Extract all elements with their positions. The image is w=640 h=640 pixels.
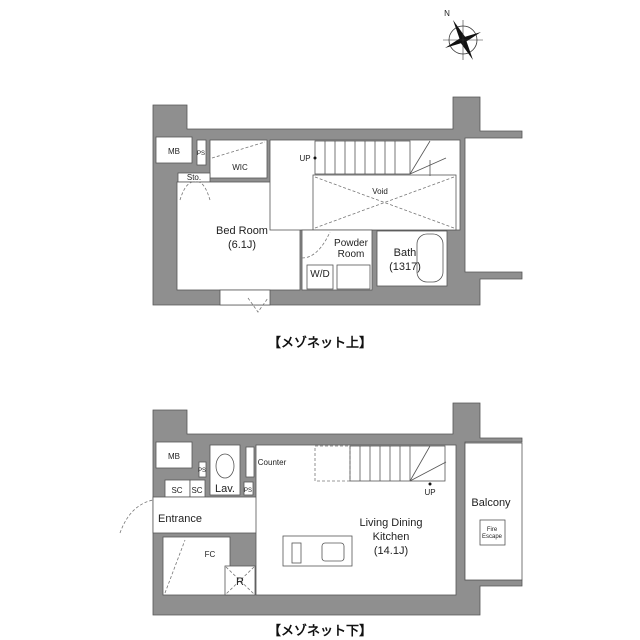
ps-shaft-2: [243, 481, 254, 496]
sink-icon: [321, 542, 345, 562]
label-wd: W/D: [310, 269, 329, 280]
label-ps: PS: [198, 468, 206, 474]
ps-shaft: [198, 461, 207, 478]
ps-shaft: [196, 139, 207, 166]
label-ps-2: PS: [244, 488, 252, 494]
label-sc-1: SC: [171, 486, 182, 495]
lavatory: [209, 444, 241, 496]
mb-room: [155, 441, 193, 469]
label-wic: WIC: [232, 163, 248, 172]
label-counter: Counter: [258, 458, 287, 467]
label-powder: Powder: [334, 238, 369, 249]
void-area: [312, 174, 457, 231]
label-bedroom-size: (6.1J): [228, 239, 256, 251]
label-ps: PS: [197, 151, 205, 157]
counter: [245, 446, 255, 478]
bath-room: [376, 230, 448, 287]
toilet-icon: [215, 453, 235, 479]
label-bath: Bath: [394, 247, 417, 259]
entrance: [152, 496, 259, 534]
label-r: R: [236, 576, 244, 588]
kitchen-island: [282, 535, 353, 567]
stove-icon: [291, 542, 302, 564]
label-fc: FC: [205, 550, 216, 559]
label-lav: Lav.: [215, 483, 235, 495]
staircase-lower: [314, 445, 447, 482]
wic-room: [209, 139, 268, 179]
label-mb: MB: [168, 452, 180, 461]
label-void: Void: [372, 187, 388, 196]
upper-floor-caption: 【メゾネット上】: [268, 335, 372, 351]
label-balcony: Balcony: [471, 497, 511, 509]
compass-north-label: N: [444, 9, 450, 18]
balcony: [464, 442, 523, 581]
label-sto: Sto.: [187, 173, 201, 182]
label-powder-room: Room: [338, 249, 365, 260]
label-entrance: Entrance: [158, 513, 202, 525]
living-dining-kitchen: [255, 444, 457, 596]
label-mb: MB: [168, 147, 180, 156]
mb-room: [155, 136, 193, 164]
upper-floor-plan: MB PS WIC Sto. UP Void Bed Room (6.1J) P…: [152, 96, 523, 351]
label-up: UP: [424, 488, 435, 497]
compass-icon: N: [443, 9, 483, 60]
label-ldk-size: (14.1J): [374, 545, 408, 557]
label-bedroom: Bed Room: [216, 225, 268, 237]
lower-floor-caption: 【メゾネット下】: [268, 623, 372, 639]
label-bath-size: (1317): [389, 261, 421, 273]
label-escape: Escape: [482, 534, 503, 540]
label-ldk: Living Dining: [360, 517, 423, 529]
label-fire: Fire: [487, 527, 498, 533]
washer-dryer: [306, 264, 334, 290]
vanity: [336, 264, 371, 290]
bedroom-door[interactable]: [219, 289, 271, 306]
lower-floor-plan: MB PS Lav. Counter PS SC SC Entrance FC …: [119, 402, 523, 639]
fc-room: [162, 536, 231, 596]
fire-escape-hatch: [479, 519, 506, 546]
label-up: UP: [299, 154, 310, 163]
label-kitchen: Kitchen: [373, 531, 410, 543]
bathtub-icon: [416, 233, 444, 283]
label-sc-2: SC: [191, 486, 202, 495]
